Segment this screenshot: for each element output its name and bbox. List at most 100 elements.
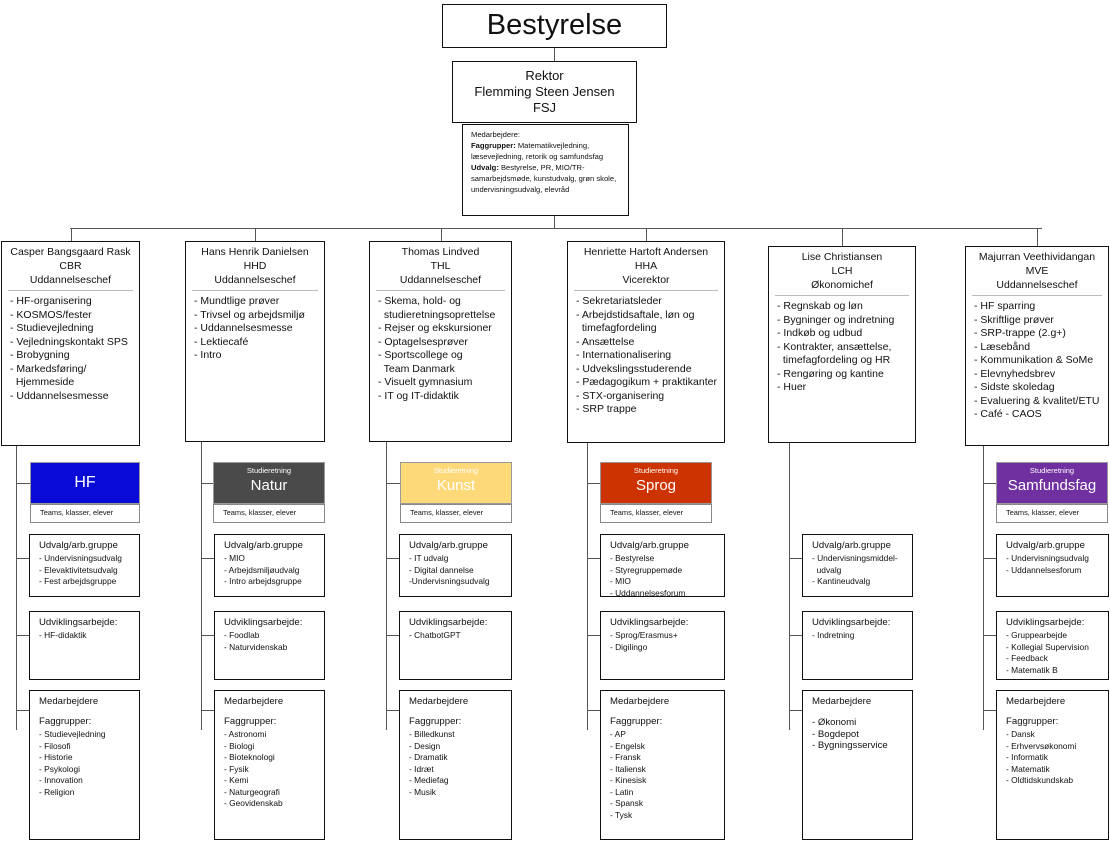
task-item: - Uddannelsesmesse <box>10 389 109 402</box>
spine-2 <box>386 442 387 730</box>
strand-label: Studieretning <box>246 466 292 475</box>
rector-staff-label: Medarbejdere: <box>471 130 520 139</box>
strand-sub-box: Teams, klasser, elever <box>400 504 512 523</box>
udvalg-box: Udvalg/arb.gruppe- Bestyrelse- Styregrup… <box>600 534 725 599</box>
udvalg-title: Udvalg/arb.gruppe <box>812 540 891 551</box>
leader-initials: HHD <box>243 260 267 272</box>
leader-role: Uddannelseschef <box>29 274 112 286</box>
udvalg-item: - Intro arbejdsgruppe <box>224 576 302 586</box>
faggruppe-item: - Psykologi <box>39 763 80 774</box>
faggrupper-text: Matematikvejledning, læsevejledning, ret… <box>471 141 604 161</box>
udvikling-item: - Indretning <box>812 630 855 640</box>
udvalg-label: Udvalg: <box>471 163 499 172</box>
faggruppe-item: - Bygningsservice <box>812 740 888 751</box>
faggruppe-item: - Dansk <box>1006 729 1035 739</box>
strand-sub-box: Teams, klasser, elever <box>996 504 1108 523</box>
task-item: - Café - CAOS <box>974 408 1042 420</box>
strand-sub-box: Teams, klasser, elever <box>213 504 325 523</box>
udvikling-list: - Indretning <box>812 630 904 642</box>
task-item: - Studievejledning <box>10 322 94 334</box>
udvalg-box: Udvalg/arb.gruppe- Undervisningsudvalg- … <box>996 534 1109 597</box>
tick-row <box>983 710 996 711</box>
udvikling-item: - Naturvidenskab <box>224 641 288 652</box>
udvikling-item: - Gruppearbejde <box>1006 630 1067 640</box>
udvikling-box: Udviklingsarbejde:- Indretning <box>802 611 913 680</box>
tick-row <box>201 558 214 559</box>
udvalg-box: Udvalg/arb.gruppe- MIO- Arbejdsmiljøudva… <box>214 534 325 597</box>
faggruppe-item: - Historie <box>39 752 73 762</box>
leader-initials: LCH <box>831 265 853 277</box>
task-list: - HF sparring- Skriftlige prøver- SRP-tr… <box>966 300 1108 422</box>
spine-5 <box>983 446 984 730</box>
leader-role: Uddannelseschef <box>996 279 1078 291</box>
head-divider <box>8 290 133 291</box>
head-divider <box>574 290 718 291</box>
udvalg-item: - Undervisningsudvalg <box>39 553 122 563</box>
udvikling-item: - ChatbotGPT <box>409 630 461 640</box>
udvalg-list: - Bestyrelse- Styregruppemøde- MIO- Udda… <box>610 553 716 599</box>
udvalg-box: Udvalg/arb.gruppe - Undervisningsudvalg- … <box>29 534 140 597</box>
faggruppe-item: - Latin <box>610 786 634 797</box>
staff-gap <box>39 708 131 716</box>
rector-title: Rektor <box>525 68 564 83</box>
leader-name: Casper Bangsgaard Rask <box>10 246 131 258</box>
udvalg-item: udvalg <box>812 564 842 575</box>
task-item: - Visuelt gymnasium <box>378 376 473 388</box>
udvikling-item: - Matematik B <box>1006 664 1058 675</box>
staff-gap <box>610 708 716 716</box>
faggruppe-item: - Naturgeografi <box>224 786 280 797</box>
task-item: - Lektiecafé <box>194 335 249 348</box>
strand-label: Studieretning <box>633 466 679 475</box>
tick-row <box>386 635 399 636</box>
task-item: - Sportscollege og <box>378 349 463 361</box>
spine-1 <box>201 442 202 730</box>
tick-row <box>587 710 600 711</box>
faggrupper-title: Faggrupper: <box>39 716 92 727</box>
leader-role: Uddannelseschef <box>214 274 296 286</box>
faggruppe-list: - Økonomi- Bogdepot- Bygningsservice <box>812 717 904 752</box>
task-item: - Pædagogikum + praktikanter <box>576 376 717 388</box>
task-item: timefagfordeling og HR <box>777 354 891 366</box>
task-item: - Regnskab og løn <box>777 300 863 312</box>
udvalg-title: Udvalg/arb.gruppe <box>1006 540 1085 551</box>
udvalg-title: Udvalg/arb.gruppe <box>39 540 118 551</box>
staff-gap <box>1006 708 1100 716</box>
udvikling-item: - HF-didaktik <box>39 630 87 640</box>
faggruppe-item: - Mediefag <box>409 775 449 785</box>
faggruppe-item: - Italiensk <box>610 763 646 774</box>
udvalg-box: Udvalg/arb.gruppe- Undervisningsmiddel- … <box>802 534 913 597</box>
task-item: - KOSMOS/fester <box>10 308 92 321</box>
rector-staff-box: Medarbejdere: Faggrupper: Matematikvejle… <box>462 124 629 216</box>
faggrupper-title: Faggrupper: <box>409 716 462 727</box>
task-item: studieretningsoprettelse <box>378 308 496 321</box>
leader-initials: MVE <box>1025 265 1049 277</box>
staff-title: Medarbejdere <box>812 696 872 707</box>
udvalg-item: - Elevaktivitetsudvalg <box>39 564 118 575</box>
task-list: - Regnskab og løn- Bygninger og indretni… <box>769 300 915 395</box>
tick-row <box>16 635 29 636</box>
faggruppe-list: - Astronomi- Biologi- Bioteknologi- Fysi… <box>224 729 316 810</box>
staff-gap <box>812 708 904 716</box>
faggruppe-item: - Informatik <box>1006 752 1048 762</box>
udvalg-box: Udvalg/arb.gruppe- IT udvalg- Digital da… <box>399 534 512 597</box>
head-divider <box>972 295 1102 296</box>
udvikling-item: - Foodlab <box>224 630 260 640</box>
strand-name: Natur <box>250 477 288 494</box>
staff-title: Medarbejdere <box>610 696 670 707</box>
task-item: - Kommunikation & SoMe <box>974 354 1094 366</box>
faggruppe-item: - Erhvervsøkonomi <box>1006 740 1077 751</box>
rector-udvalg: Udvalg: Bestyrelse, PR, MIO/TR-samarbejd… <box>471 162 623 195</box>
udvalg-item: - Undervisningsmiddel- <box>812 553 898 563</box>
leader-name: Majurran Veethividangan <box>978 251 1096 263</box>
udvalg-item: - Uddannelsesforum <box>610 587 686 598</box>
udvalg-item: - Arbejdsmiljøudvalg <box>224 564 300 575</box>
rector-box: Rektor Flemming Steen Jensen FSJ <box>452 61 637 123</box>
connector-rector-down <box>554 216 555 228</box>
task-item: - Læsebånd <box>974 340 1031 353</box>
udvikling-title: Udviklingsarbejde: <box>224 617 303 628</box>
